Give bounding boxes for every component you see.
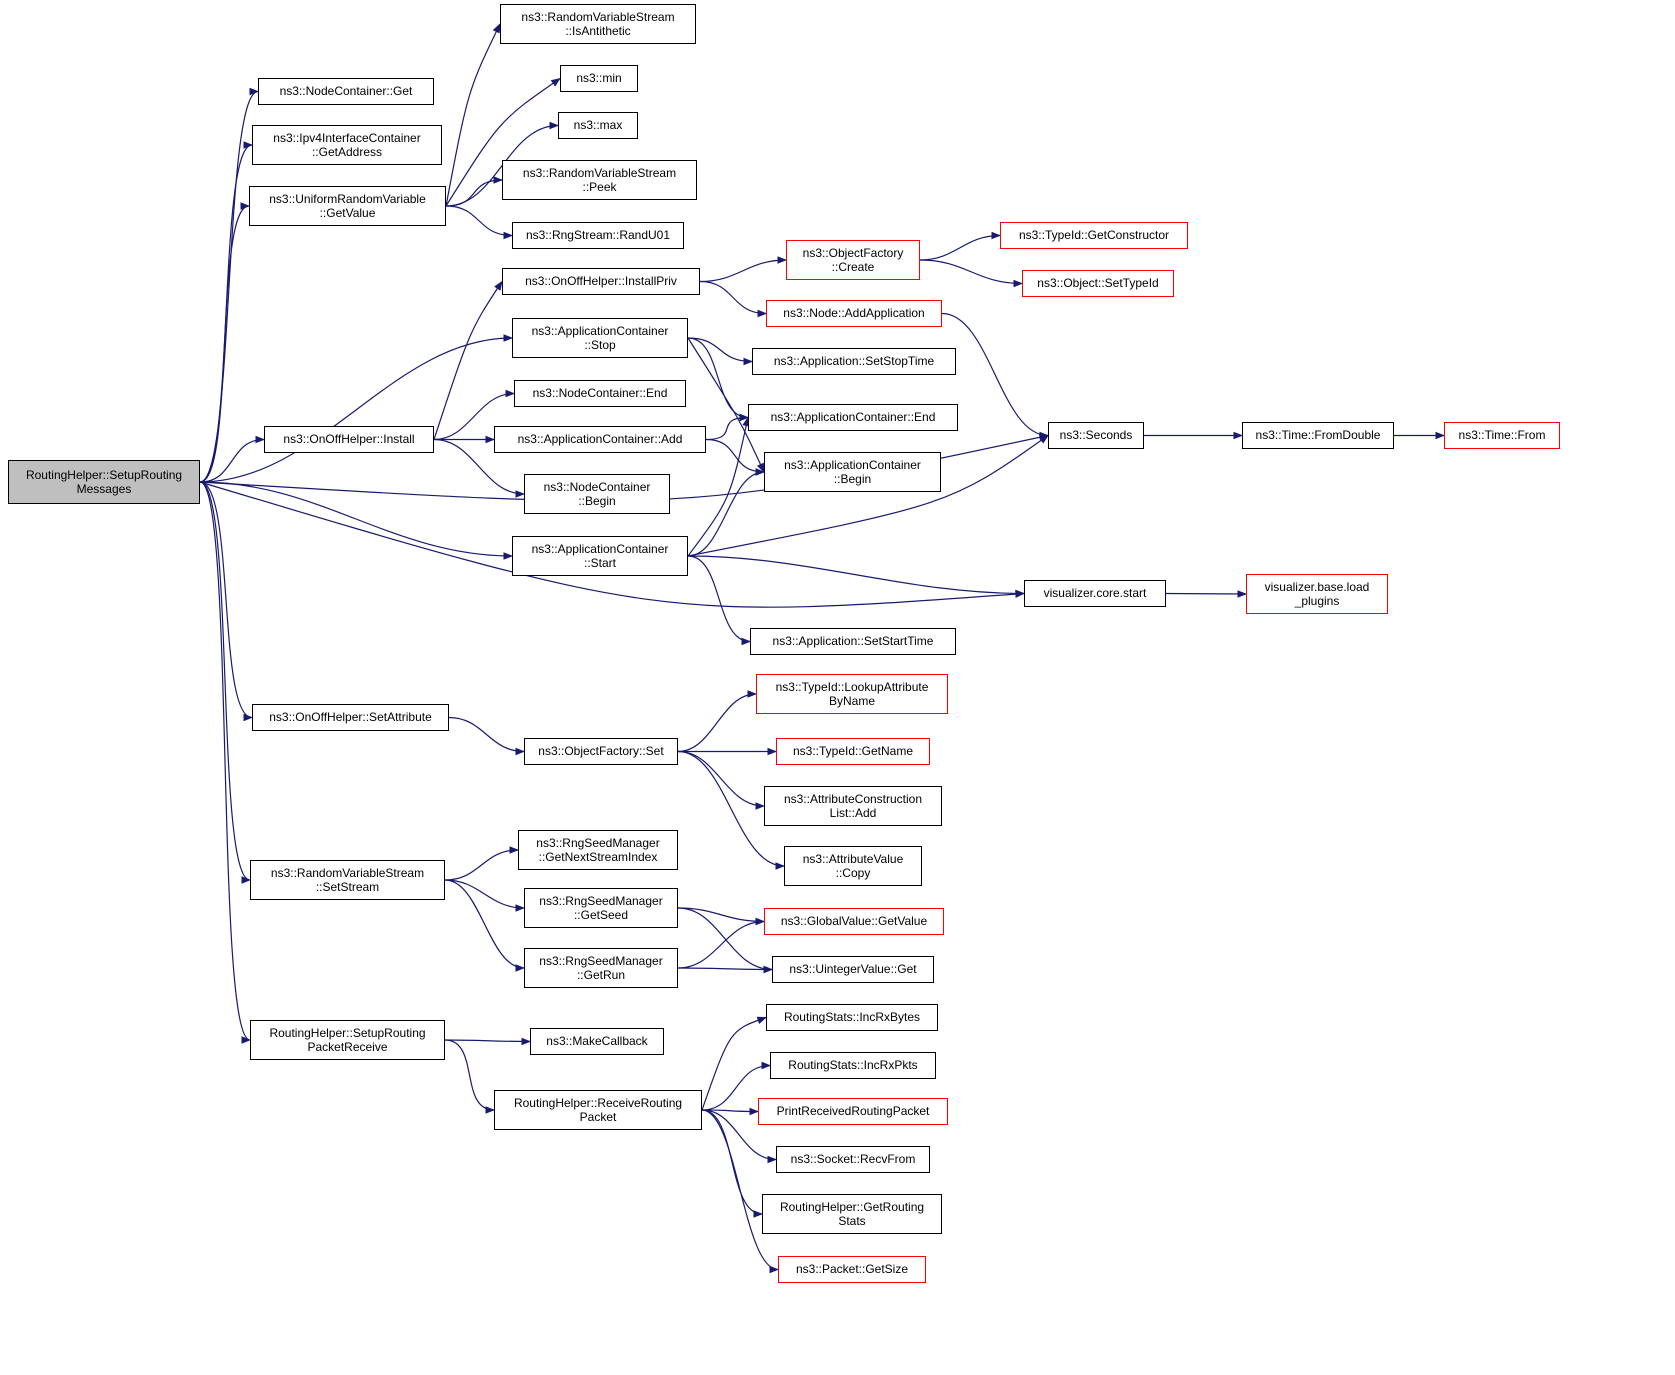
edge-visualizer-core-start--visualizer-base-load-plugins bbox=[1165, 590, 1247, 598]
graph-node-ns3-rngseedmanager-getrun[interactable]: ns3::RngSeedManager ::GetRun bbox=[524, 948, 678, 988]
edge-routinghelper-setuproutingmessages--ns3-onoffhelper-install bbox=[199, 435, 265, 483]
graph-node-ns3-object-settypeid[interactable]: ns3::Object::SetTypeId bbox=[1022, 270, 1174, 297]
edge-routinghelper-setuproutingmessages--ns3-uniformrandomvariable-getvalue bbox=[199, 202, 250, 483]
graph-node-routinghelper-receiveroutingpacket[interactable]: RoutingHelper::ReceiveRouting Packet bbox=[494, 1090, 702, 1130]
graph-node-ns3-nodecontainer-get[interactable]: ns3::NodeContainer::Get bbox=[258, 78, 434, 105]
edge-routinghelper-setuproutingmessages--ns3-ipv4interfacecontainer-getaddress bbox=[199, 141, 253, 483]
graph-node-ns3-socket-recvfrom[interactable]: ns3::Socket::RecvFrom bbox=[776, 1146, 930, 1173]
edge-routinghelper-setuproutingmessages--ns3-randomvariablestream-setstream bbox=[199, 481, 251, 884]
graph-node-printreceivedroutingpacket[interactable]: PrintReceivedRoutingPacket bbox=[758, 1098, 948, 1125]
edge-ns3-applicationcontainer-add--ns3-applicationcontainer-begin bbox=[705, 438, 765, 476]
edge-ns3-applicationcontainer-start--ns3-application-setstarttime bbox=[687, 555, 751, 646]
graph-node-ns3-uintegervalue-get[interactable]: ns3::UintegerValue::Get bbox=[772, 956, 934, 983]
graph-node-ns3-randomvariablestream-setstream[interactable]: ns3::RandomVariableStream ::SetStream bbox=[250, 860, 445, 900]
edge-ns3-onoffhelper-installpriv--ns3-node-addapplication bbox=[699, 280, 767, 318]
edge-routinghelper-setuproutingpacketreceive--ns3-makecallback bbox=[444, 1037, 531, 1046]
edge-routinghelper-setuproutingpacketreceive--routinghelper-receiveroutingpacket bbox=[444, 1039, 495, 1114]
edge-ns3-applicationcontainer-start--visualizer-core-start bbox=[687, 555, 1025, 598]
graph-node-ns3-max[interactable]: ns3::max bbox=[558, 112, 638, 139]
graph-node-ns3-uniformrandomvariable-getvalue[interactable]: ns3::UniformRandomVariable ::GetValue bbox=[249, 186, 446, 226]
edge-ns3-rngseedmanager-getrun--ns3-globalvalue-getvalue bbox=[677, 917, 765, 969]
graph-node-ns3-applicationcontainer-start[interactable]: ns3::ApplicationContainer ::Start bbox=[512, 536, 688, 576]
edge-ns3-onoffhelper-setattribute--ns3-objectfactory-set bbox=[448, 716, 525, 756]
graph-node-ns3-applicationcontainer-add[interactable]: ns3::ApplicationContainer::Add bbox=[494, 426, 706, 453]
edge-ns3-applicationcontainer-start--ns3-applicationcontainer-begin bbox=[687, 468, 765, 557]
graph-node-ns3-makecallback[interactable]: ns3::MakeCallback bbox=[530, 1028, 664, 1055]
edge-ns3-applicationcontainer-add--ns3-applicationcontainer-end bbox=[705, 413, 749, 441]
edge-ns3-rngseedmanager-getseed--ns3-uintegervalue-get bbox=[677, 907, 773, 974]
graph-node-routinghelper-setuproutingpacketreceive[interactable]: RoutingHelper::SetupRouting PacketReceiv… bbox=[250, 1020, 445, 1060]
graph-node-ns3-randomvariablestream-peek[interactable]: ns3::RandomVariableStream ::Peek bbox=[502, 160, 697, 200]
graph-node-ns3-nodecontainer-end[interactable]: ns3::NodeContainer::End bbox=[514, 380, 686, 407]
graph-node-ns3-objectfactory-set[interactable]: ns3::ObjectFactory::Set bbox=[524, 738, 678, 765]
edge-routinghelper-setuproutingmessages--ns3-applicationcontainer-start bbox=[199, 481, 513, 560]
edge-routinghelper-setuproutingmessages--ns3-onoffhelper-setattribute bbox=[199, 481, 253, 722]
graph-node-ns3-onoffhelper-installpriv[interactable]: ns3::OnOffHelper::InstallPriv bbox=[502, 268, 700, 295]
edge-ns3-rngseedmanager-getrun--ns3-uintegervalue-get bbox=[677, 965, 773, 974]
graph-node-ns3-typeid-getname[interactable]: ns3::TypeId::GetName bbox=[776, 738, 930, 765]
edge-ns3-uniformrandomvariable-getvalue--ns3-rngstream-randu01 bbox=[445, 205, 513, 240]
edge-routinghelper-receiveroutingpacket--printreceivedroutingpacket bbox=[701, 1107, 759, 1116]
graph-node-ns3-packet-getsize[interactable]: ns3::Packet::GetSize bbox=[778, 1256, 926, 1283]
graph-node-ns3-onoffhelper-install[interactable]: ns3::OnOffHelper::Install bbox=[264, 426, 434, 453]
edge-ns3-rngseedmanager-getseed--ns3-globalvalue-getvalue bbox=[677, 907, 765, 926]
graph-node-ns3-typeid-getconstructor[interactable]: ns3::TypeId::GetConstructor bbox=[1000, 222, 1188, 249]
edge-routinghelper-setuproutingmessages--ns3-applicationcontainer-stop bbox=[199, 334, 513, 483]
edge-routinghelper-setuproutingmessages--routinghelper-setuproutingpacketreceive bbox=[199, 481, 251, 1044]
edge-ns3-onoffhelper-installpriv--ns3-objectfactory-create bbox=[699, 256, 787, 283]
graph-node-visualizer-base-load-plugins[interactable]: visualizer.base.load _plugins bbox=[1246, 574, 1388, 614]
edge-routinghelper-setuproutingmessages--ns3-nodecontainer-get bbox=[199, 87, 259, 483]
edge-ns3-randomvariablestream-setstream--ns3-rngseedmanager-getnextstreamindex bbox=[444, 846, 519, 881]
edge-ns3-objectfactory-create--ns3-typeid-getconstructor bbox=[919, 231, 1001, 261]
graph-node-ns3-application-setstarttime[interactable]: ns3::Application::SetStartTime bbox=[750, 628, 956, 655]
graph-node-ns3-globalvalue-getvalue[interactable]: ns3::GlobalValue::GetValue bbox=[764, 908, 944, 935]
graph-node-routinghelper-getroutingstats[interactable]: RoutingHelper::GetRouting Stats bbox=[762, 1194, 942, 1234]
edge-ns3-randomvariablestream-setstream--ns3-rngseedmanager-getrun bbox=[444, 879, 525, 972]
edge-ns3-objectfactory-set--ns3-typeid-lookupattributebyname bbox=[677, 690, 757, 753]
graph-node-routingstats-incrxpkts[interactable]: RoutingStats::IncRxPkts bbox=[770, 1052, 936, 1079]
graph-node-ns3-application-setstoptime[interactable]: ns3::Application::SetStopTime bbox=[752, 348, 956, 375]
graph-node-ns3-rngstream-randu01[interactable]: ns3::RngStream::RandU01 bbox=[512, 222, 684, 249]
graph-node-ns3-node-addapplication[interactable]: ns3::Node::AddApplication bbox=[766, 300, 942, 327]
graph-node-ns3-rngseedmanager-getnextstreamindex[interactable]: ns3::RngSeedManager ::GetNextStreamIndex bbox=[518, 830, 678, 870]
edge-ns3-randomvariablestream-setstream--ns3-rngseedmanager-getseed bbox=[444, 879, 525, 912]
edge-ns3-objectfactory-set--ns3-attributeconstructionlist-add bbox=[677, 750, 765, 810]
edge-routinghelper-receiveroutingpacket--routingstats-incrxbytes bbox=[701, 1016, 767, 1111]
graph-node-ns3-onoffhelper-setattribute[interactable]: ns3::OnOffHelper::SetAttribute bbox=[252, 704, 449, 731]
edge-ns3-uniformrandomvariable-getvalue--ns3-randomvariablestream-isantithetic bbox=[445, 23, 501, 207]
graph-node-routingstats-incrxbytes[interactable]: RoutingStats::IncRxBytes bbox=[766, 1004, 938, 1031]
graph-node-ns3-min[interactable]: ns3::min bbox=[560, 65, 638, 92]
graph-node-ns3-applicationcontainer-begin[interactable]: ns3::ApplicationContainer ::Begin bbox=[764, 452, 941, 492]
edge-ns3-applicationcontainer-stop--ns3-applicationcontainer-end bbox=[687, 337, 749, 422]
graph-node-ns3-typeid-lookupattributebyname[interactable]: ns3::TypeId::LookupAttribute ByName bbox=[756, 674, 948, 714]
graph-node-ns3-ipv4interfacecontainer-getaddress[interactable]: ns3::Ipv4InterfaceContainer ::GetAddress bbox=[252, 125, 442, 165]
graph-node-ns3-objectfactory-create[interactable]: ns3::ObjectFactory ::Create bbox=[786, 240, 920, 280]
graph-node-ns3-time-from[interactable]: ns3::Time::From bbox=[1444, 422, 1560, 449]
graph-node-ns3-applicationcontainer-stop[interactable]: ns3::ApplicationContainer ::Stop bbox=[512, 318, 688, 358]
graph-node-ns3-attributeconstructionlist-add[interactable]: ns3::AttributeConstruction List::Add bbox=[764, 786, 942, 826]
graph-node-ns3-applicationcontainer-end[interactable]: ns3::ApplicationContainer::End bbox=[748, 404, 958, 431]
edge-routinghelper-receiveroutingpacket--routinghelper-getroutingstats bbox=[701, 1109, 763, 1218]
graph-node-ns3-randomvariablestream-isantithetic[interactable]: ns3::RandomVariableStream ::IsAntithetic bbox=[500, 4, 696, 44]
edge-ns3-uniformrandomvariable-getvalue--ns3-randomvariablestream-peek bbox=[445, 176, 503, 207]
graph-node-ns3-rngseedmanager-getseed[interactable]: ns3::RngSeedManager ::GetSeed bbox=[524, 888, 678, 928]
graph-node-ns3-attributevalue-copy[interactable]: ns3::AttributeValue ::Copy bbox=[784, 846, 922, 886]
graph-node-ns3-nodecontainer-begin[interactable]: ns3::NodeContainer ::Begin bbox=[524, 474, 670, 514]
graph-node-visualizer-core-start[interactable]: visualizer.core.start bbox=[1024, 580, 1166, 607]
graph-node-ns3-seconds[interactable]: ns3::Seconds bbox=[1048, 422, 1144, 449]
edge-routinghelper-receiveroutingpacket--ns3-packet-getsize bbox=[701, 1109, 779, 1274]
edge-ns3-onoffhelper-install--ns3-onoffhelper-installpriv bbox=[433, 280, 503, 440]
edge-ns3-applicationcontainer-stop--ns3-application-setstoptime bbox=[687, 337, 753, 366]
graph-node-ns3-time-fromdouble[interactable]: ns3::Time::FromDouble bbox=[1242, 422, 1394, 449]
graph-node-routinghelper-setuproutingmessages[interactable]: RoutingHelper::SetupRouting Messages bbox=[8, 460, 200, 504]
edge-ns3-objectfactory-create--ns3-object-settypeid bbox=[919, 259, 1023, 288]
